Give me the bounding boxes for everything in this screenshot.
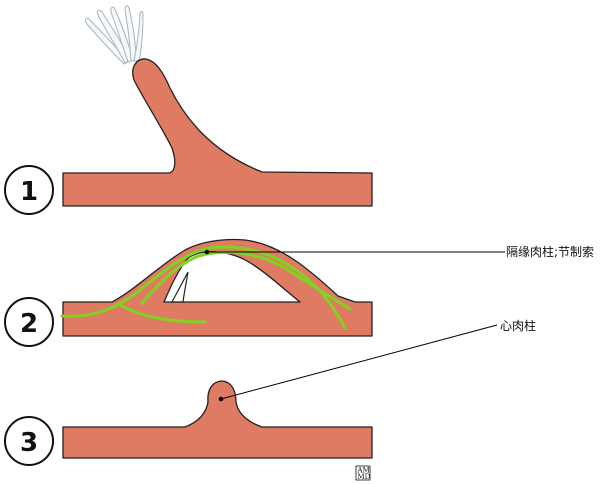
panel-3: 心肉柱 3 bbox=[4, 318, 536, 466]
panel-number: 1 bbox=[20, 177, 38, 207]
number-circle bbox=[4, 416, 54, 466]
papillary-muscle-label: 心肉柱 bbox=[500, 318, 536, 333]
chordae-strand bbox=[133, 11, 144, 62]
fiber-arch-inner bbox=[140, 250, 352, 311]
chordae-strand bbox=[110, 6, 134, 63]
panel-number: 2 bbox=[20, 309, 38, 339]
chordae-strand bbox=[96, 9, 131, 64]
svg-text:AM: AM bbox=[357, 467, 370, 475]
papillary-muscle-callout: 心肉柱 bbox=[218, 318, 536, 402]
septomarginal-callout: 隔缘肉柱;节制索 bbox=[204, 244, 594, 259]
muscle-wall-1 bbox=[62, 58, 373, 207]
panel-1: 1 bbox=[4, 5, 373, 215]
muscle-wall-3 bbox=[62, 380, 373, 459]
number-circle bbox=[4, 297, 54, 347]
panel-number-badge: 2 bbox=[4, 297, 54, 347]
panel-number: 3 bbox=[20, 428, 38, 458]
leader-dot bbox=[204, 249, 210, 255]
panel-2: 隔缘肉柱;节制索 2 bbox=[4, 238, 594, 347]
logo-box bbox=[355, 465, 371, 481]
leader-line bbox=[220, 324, 498, 400]
leader-dot bbox=[218, 396, 224, 402]
conduction-fibers bbox=[60, 245, 352, 330]
chordae-strand bbox=[85, 17, 129, 65]
fiber-wall bbox=[118, 303, 207, 324]
arch-opening bbox=[171, 271, 189, 303]
panel-number-badge: 1 bbox=[4, 165, 54, 215]
chordae-strand bbox=[124, 5, 137, 62]
ammd-logo: AM MD bbox=[355, 465, 371, 481]
septomarginal-trabecula-label: 隔缘肉柱;节制索 bbox=[506, 244, 594, 259]
fiber-arch-outer bbox=[60, 245, 347, 330]
svg-text:MD: MD bbox=[358, 473, 371, 481]
panel-number-badge: 3 bbox=[4, 416, 54, 466]
number-circle bbox=[4, 165, 54, 215]
chordae-tendineae-fan bbox=[85, 5, 144, 65]
